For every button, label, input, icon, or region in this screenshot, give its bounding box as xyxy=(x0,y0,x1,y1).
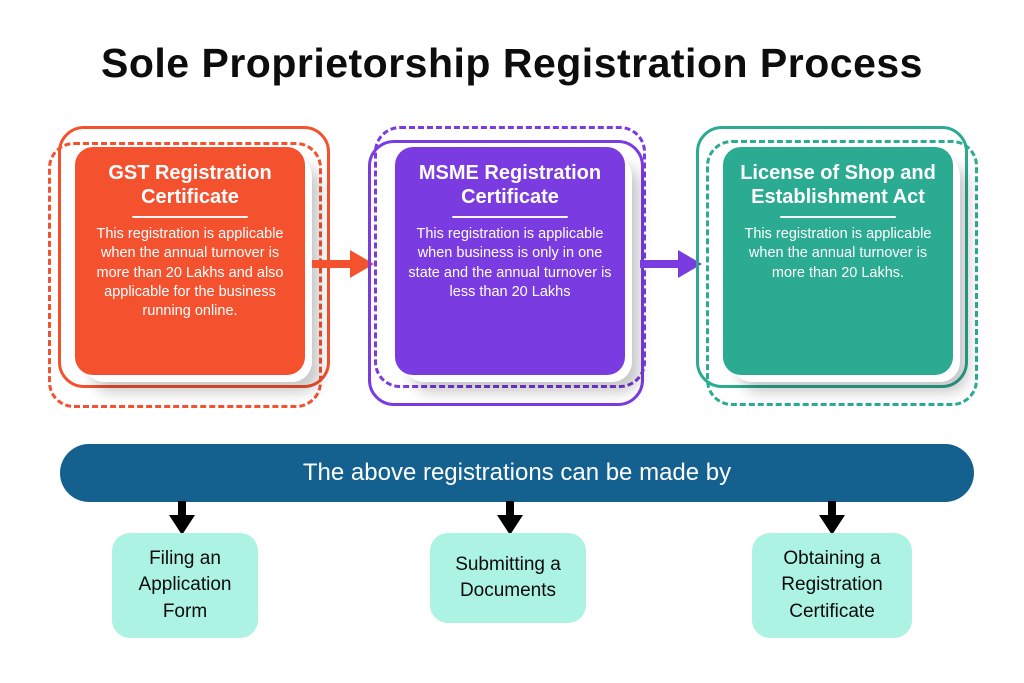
step-label: Filing an Application Form xyxy=(138,548,232,622)
card-msme-registration: MSME Registration Certificate This regis… xyxy=(368,126,652,414)
step-label: Obtaining a Registration Certificate xyxy=(781,548,883,622)
card-title-divider xyxy=(132,216,248,219)
card-title-divider xyxy=(780,216,896,219)
step-submitting-documents: Submitting a Documents xyxy=(430,533,586,623)
step-obtaining-registration-certificate: Obtaining a Registration Certificate xyxy=(752,533,912,638)
card-dashed-outline xyxy=(374,126,646,388)
flow-arrow-right-icon xyxy=(312,247,374,281)
page-title: Sole Proprietorship Registration Process xyxy=(101,40,923,86)
card-shop-establishment-license: License of Shop and Establishment Act Th… xyxy=(696,126,980,414)
card-title-divider xyxy=(452,216,568,219)
card-title: GST Registration Certificate xyxy=(108,162,272,208)
flow-arrow-down-icon xyxy=(165,501,199,535)
card-description: This registration is applicable when bus… xyxy=(408,226,612,301)
card-solid-outline xyxy=(58,126,330,388)
card-body: License of Shop and Establishment Act Th… xyxy=(723,147,953,375)
card-dashed-outline xyxy=(706,140,978,406)
flow-arrow-down-icon xyxy=(493,501,527,535)
card-title: MSME Registration Certificate xyxy=(418,162,602,208)
registrations-banner: The above registrations can be made by xyxy=(60,444,974,502)
flow-arrow-down-icon xyxy=(815,501,849,535)
step-filing-application-form: Filing an Application Form xyxy=(112,533,258,638)
card-solid-outline xyxy=(368,140,644,406)
banner-text: The above registrations can be made by xyxy=(302,459,732,486)
card-solid-outline xyxy=(696,126,968,388)
step-label: Submitting a Documents xyxy=(455,553,561,601)
card-description: This registration is applicable when the… xyxy=(744,226,932,281)
card-body: MSME Registration Certificate This regis… xyxy=(395,147,625,375)
flow-arrow-right-icon xyxy=(640,247,702,281)
card-gst-registration: GST Registration Certificate This regist… xyxy=(48,126,332,414)
card-description: This registration is applicable when the… xyxy=(96,226,284,320)
card-dashed-outline xyxy=(48,142,322,408)
card-body: GST Registration Certificate This regist… xyxy=(75,147,305,375)
card-title: License of Shop and Establishment Act xyxy=(740,162,936,208)
